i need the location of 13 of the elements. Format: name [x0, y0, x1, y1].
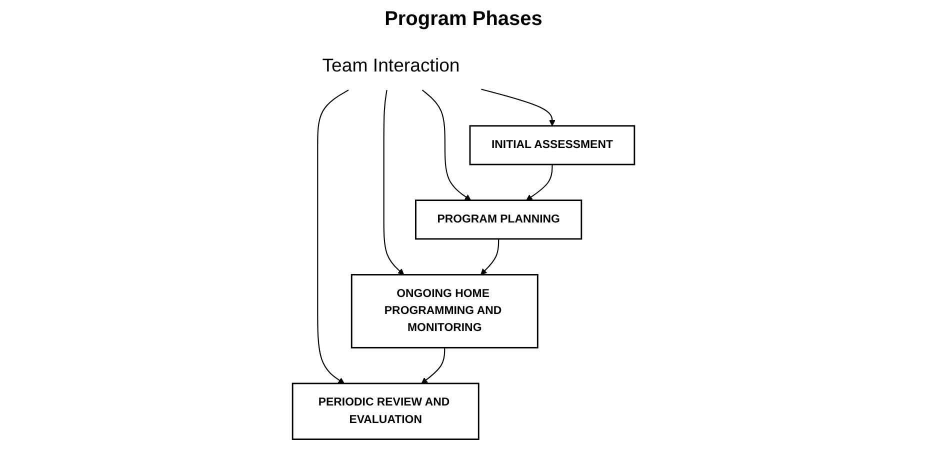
diagram-title: Program Phases	[384, 8, 542, 31]
arrow	[481, 88, 556, 126]
arrow	[422, 90, 472, 201]
node-box: ONGOING HOME PROGRAMMING AND MONITORING	[350, 274, 538, 348]
arrow	[526, 164, 553, 201]
node-box: PERIODIC REVIEW AND EVALUATION	[292, 382, 480, 440]
arrow	[317, 90, 349, 384]
arrow	[421, 348, 446, 384]
arrow	[480, 238, 500, 275]
node-box: INITIAL ASSESSMENT	[469, 125, 636, 166]
node-text: Team Interaction	[322, 54, 460, 76]
node-box: PROGRAM PLANNING	[415, 200, 582, 240]
arrow	[383, 90, 404, 275]
